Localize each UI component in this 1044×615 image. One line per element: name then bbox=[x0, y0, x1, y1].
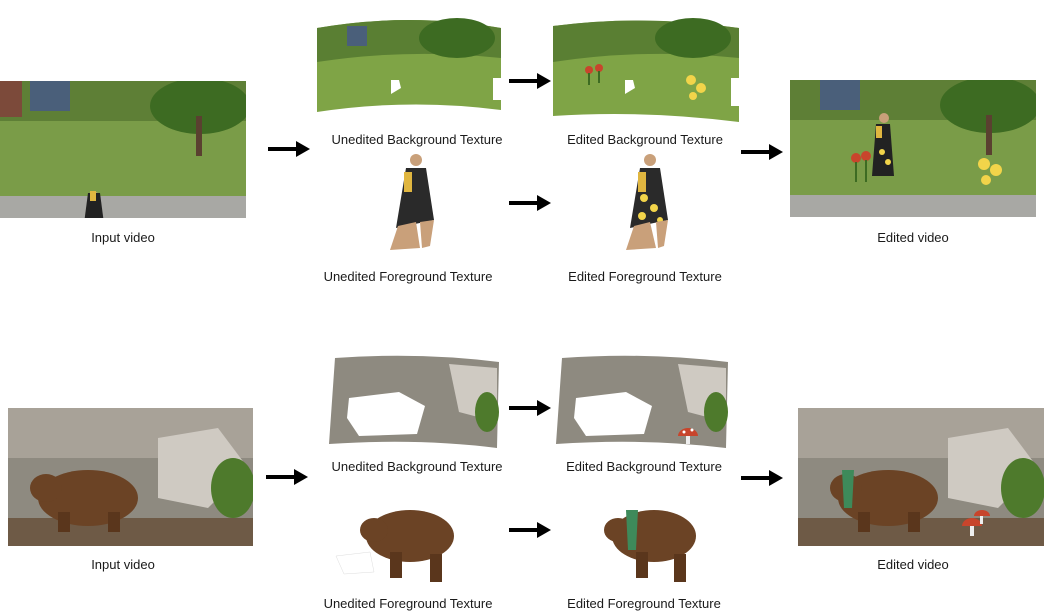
unedited-foreground-texture-bear bbox=[330, 502, 460, 590]
arrow-icon bbox=[509, 195, 551, 211]
edited-video-person-frame bbox=[790, 80, 1036, 217]
added-yellow-flowers bbox=[686, 75, 706, 100]
unedited-bg-caption-person: Unedited Background Texture bbox=[331, 132, 503, 147]
edited-bg-caption-bear: Edited Background Texture bbox=[566, 459, 722, 474]
arrow-icon bbox=[741, 470, 783, 486]
edited-foreground-texture-person bbox=[614, 150, 684, 260]
unedited-bg-caption-bear: Unedited Background Texture bbox=[331, 459, 503, 474]
unedited-fg-caption-bear: Unedited Foreground Texture bbox=[323, 596, 493, 611]
input-video-bear-frame bbox=[8, 408, 253, 546]
added-red-flowers bbox=[585, 64, 603, 85]
arrow-icon bbox=[266, 469, 308, 485]
arrow-icon bbox=[509, 73, 551, 89]
arrow-icon bbox=[509, 522, 551, 538]
edited-video-caption-bear: Edited video bbox=[877, 557, 949, 572]
unedited-background-texture-person bbox=[317, 18, 501, 118]
unedited-foreground-texture-person bbox=[376, 150, 446, 260]
added-tie bbox=[626, 510, 638, 550]
added-mushrooms bbox=[678, 428, 698, 444]
edited-fg-caption-bear: Edited Foreground Texture bbox=[567, 596, 721, 611]
arrow-icon bbox=[268, 141, 310, 157]
person-figure bbox=[84, 191, 104, 218]
edited-bg-caption-person: Edited Background Texture bbox=[567, 132, 723, 147]
arrow-icon bbox=[741, 144, 783, 160]
bear-figure bbox=[30, 470, 138, 532]
edited-video-caption-person: Edited video bbox=[877, 230, 949, 245]
arrow-icon bbox=[509, 400, 551, 416]
edited-video-bear-frame bbox=[798, 408, 1044, 546]
edited-fg-caption-person: Edited Foreground Texture bbox=[568, 269, 722, 284]
input-video-person-frame bbox=[0, 81, 246, 218]
edited-background-texture-person bbox=[553, 18, 739, 126]
edited-background-texture-bear bbox=[556, 352, 728, 452]
unedited-background-texture-bear bbox=[329, 352, 499, 452]
input-video-caption: Input video bbox=[91, 230, 155, 245]
input-video-caption-bear: Input video bbox=[91, 557, 155, 572]
edited-foreground-texture-bear bbox=[590, 500, 700, 590]
unedited-fg-caption-person: Unedited Foreground Texture bbox=[323, 269, 493, 284]
